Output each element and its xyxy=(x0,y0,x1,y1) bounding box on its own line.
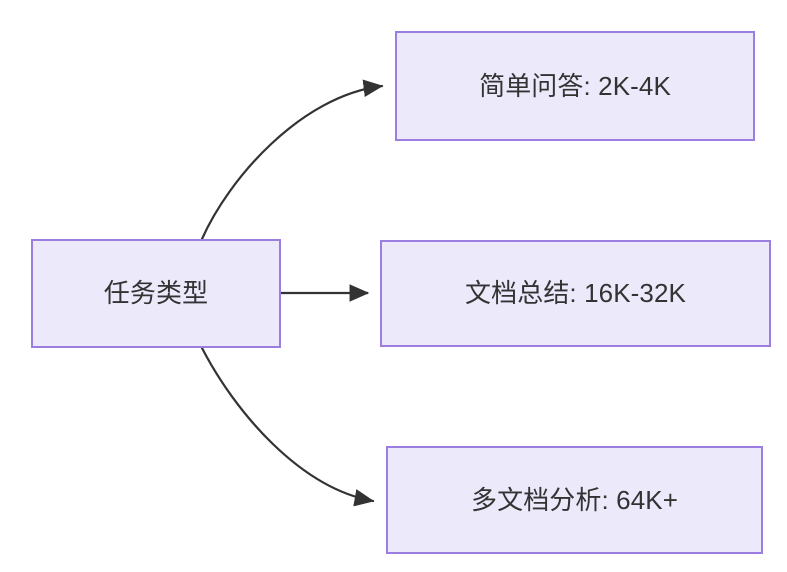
node-doc-summary-label: 文档总结: 16K-32K xyxy=(465,278,686,309)
node-task-type-label: 任务类型 xyxy=(103,278,209,309)
node-multi-doc-label: 多文档分析: 64K+ xyxy=(471,484,678,515)
edge-source-to-multi-doc xyxy=(200,346,375,507)
edge-source-to-simple-qa xyxy=(200,79,384,241)
node-simple-qa[interactable]: 简单问答: 2K-4K xyxy=(395,31,755,141)
node-simple-qa-label: 简单问答: 2K-4K xyxy=(479,70,671,101)
node-multi-doc[interactable]: 多文档分析: 64K+ xyxy=(386,446,763,554)
node-doc-summary[interactable]: 文档总结: 16K-32K xyxy=(380,240,771,347)
node-task-type[interactable]: 任务类型 xyxy=(31,239,281,348)
